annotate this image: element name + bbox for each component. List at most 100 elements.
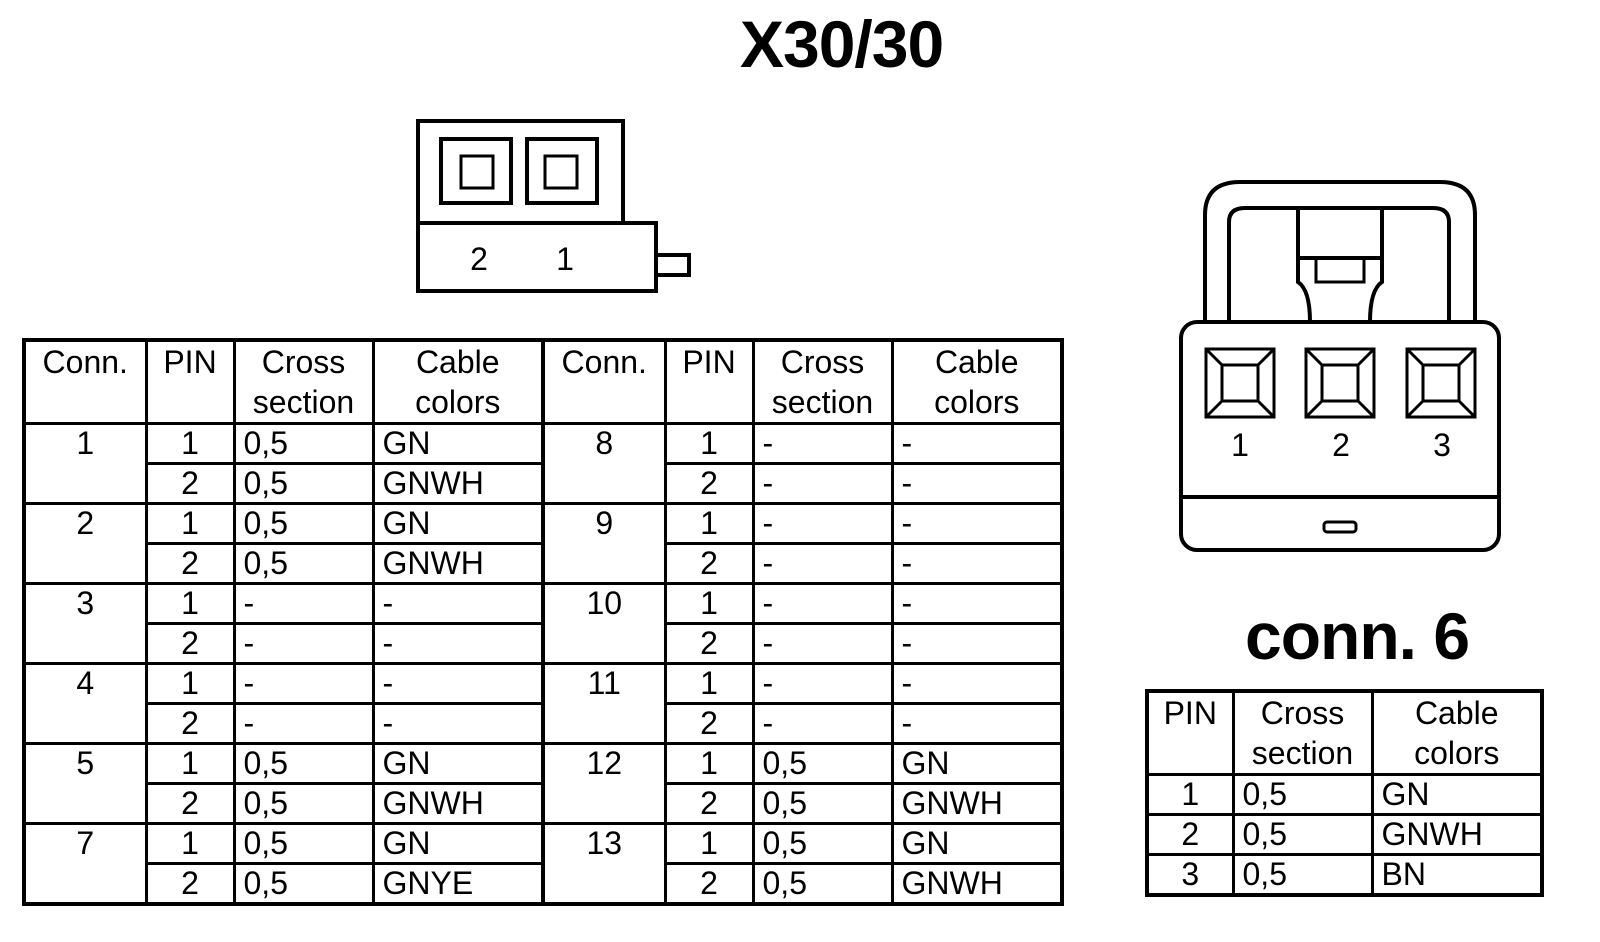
header-cable-colors: Cable colors: [1370, 689, 1544, 776]
header-pin: PIN: [663, 338, 755, 425]
cross-section-cell: -: [232, 622, 375, 665]
pin-cell: 2: [144, 862, 236, 906]
pin-cell: 2: [663, 462, 755, 505]
conn-number-cell: 9: [541, 502, 667, 585]
pin-cell: 2: [144, 542, 236, 585]
cable-color-cell: -: [890, 462, 1064, 505]
cross-section-cell: -: [751, 462, 894, 505]
pin-cell: 2: [663, 622, 755, 665]
cross-section-cell: 0,5: [1231, 853, 1374, 897]
cross-section-cell: 0,5: [1231, 813, 1374, 856]
conn-number-cell: 4: [22, 662, 148, 745]
pin-cell: 2: [663, 702, 755, 745]
pin-cell: 2: [144, 702, 236, 745]
diagram-title: X30/30: [740, 7, 944, 81]
x30-connector-drawing: [416, 119, 691, 293]
cable-color-cell: -: [371, 702, 545, 745]
cross-section-cell: 0,5: [751, 822, 894, 865]
pin-cell: 2: [663, 542, 755, 585]
cable-color-cell: BN: [1370, 853, 1544, 897]
cross-section-cell: -: [232, 582, 375, 625]
conn-number-cell: 3: [22, 582, 148, 665]
conn-number-cell: 10: [541, 582, 667, 665]
cross-section-cell: -: [232, 702, 375, 745]
cable-color-cell: -: [890, 582, 1064, 625]
header-conn: Conn.: [22, 338, 148, 425]
header-cross-section: Cross section: [232, 338, 375, 425]
pin-cell: 1: [144, 582, 236, 625]
x30-pin-label-1: 1: [556, 241, 574, 277]
cross-section-cell: -: [751, 622, 894, 665]
pin-cell: 1: [144, 422, 236, 465]
header-conn: Conn.: [541, 338, 667, 425]
cross-section-cell: 0,5: [232, 822, 375, 865]
cable-color-cell: GNWH: [371, 542, 545, 585]
table-row: 2--2--: [24, 702, 1064, 745]
pin-cell: 1: [663, 662, 755, 705]
header-cable-colors: Cable colors: [890, 338, 1064, 425]
cross-section-cell: 0,5: [751, 742, 894, 785]
cable-color-cell: -: [890, 502, 1064, 545]
cable-color-cell: -: [890, 622, 1064, 665]
pin-cell: 1: [1145, 773, 1235, 816]
pin-cell: 2: [144, 622, 236, 665]
cross-section-cell: -: [751, 662, 894, 705]
cable-color-cell: GN: [890, 822, 1064, 865]
conn6-pin-label-3: 3: [1433, 427, 1451, 463]
cross-section-cell: 0,5: [232, 422, 375, 465]
conn-number-cell: 2: [22, 502, 148, 585]
cable-color-cell: GN: [1370, 773, 1544, 816]
conn-number-cell: 7: [22, 822, 148, 906]
pin-cell: 1: [663, 582, 755, 625]
header-cross-section: Cross section: [1231, 689, 1374, 776]
pin-cell: 2: [144, 782, 236, 825]
cable-color-cell: GNYE: [371, 862, 545, 906]
pin-cell: 3: [1145, 853, 1235, 897]
cable-color-cell: -: [890, 542, 1064, 585]
cross-section-cell: 0,5: [751, 862, 894, 906]
cable-color-cell: GN: [371, 422, 545, 465]
conn-number-cell: 5: [22, 742, 148, 825]
pin-cell: 1: [663, 422, 755, 465]
cross-section-cell: 0,5: [232, 742, 375, 785]
pin-cell: 2: [144, 462, 236, 505]
conn-number-cell: 12: [541, 742, 667, 825]
wiring-table: Conn. PIN Cross section Cable colors Con…: [22, 338, 1064, 906]
cable-color-cell: GNWH: [890, 782, 1064, 825]
cable-color-cell: -: [371, 622, 545, 665]
cross-section-cell: -: [751, 702, 894, 745]
pin-cell: 2: [663, 782, 755, 825]
pin-cell: 1: [144, 742, 236, 785]
cross-section-cell: 0,5: [232, 542, 375, 585]
conn6-title: conn. 6: [1245, 599, 1470, 673]
cross-section-cell: 0,5: [1231, 773, 1374, 816]
cable-color-cell: -: [890, 422, 1064, 465]
cable-color-cell: GNWH: [1370, 813, 1544, 856]
cable-color-cell: GNWH: [371, 782, 545, 825]
table-row: 2--2--: [24, 622, 1064, 665]
pin-cell: 2: [1145, 813, 1235, 856]
header-cable-colors: Cable colors: [371, 338, 545, 425]
cable-color-cell: GN: [371, 742, 545, 785]
cross-section-cell: -: [751, 422, 894, 465]
conn-number-cell: 11: [541, 662, 667, 745]
cable-color-cell: -: [371, 582, 545, 625]
cable-color-cell: GNWH: [890, 862, 1064, 906]
wiring-header-row: Conn. PIN Cross section Cable colors Con…: [22, 338, 1064, 425]
cross-section-cell: 0,5: [232, 782, 375, 825]
pin-cell: 2: [663, 862, 755, 906]
cross-section-cell: -: [751, 542, 894, 585]
